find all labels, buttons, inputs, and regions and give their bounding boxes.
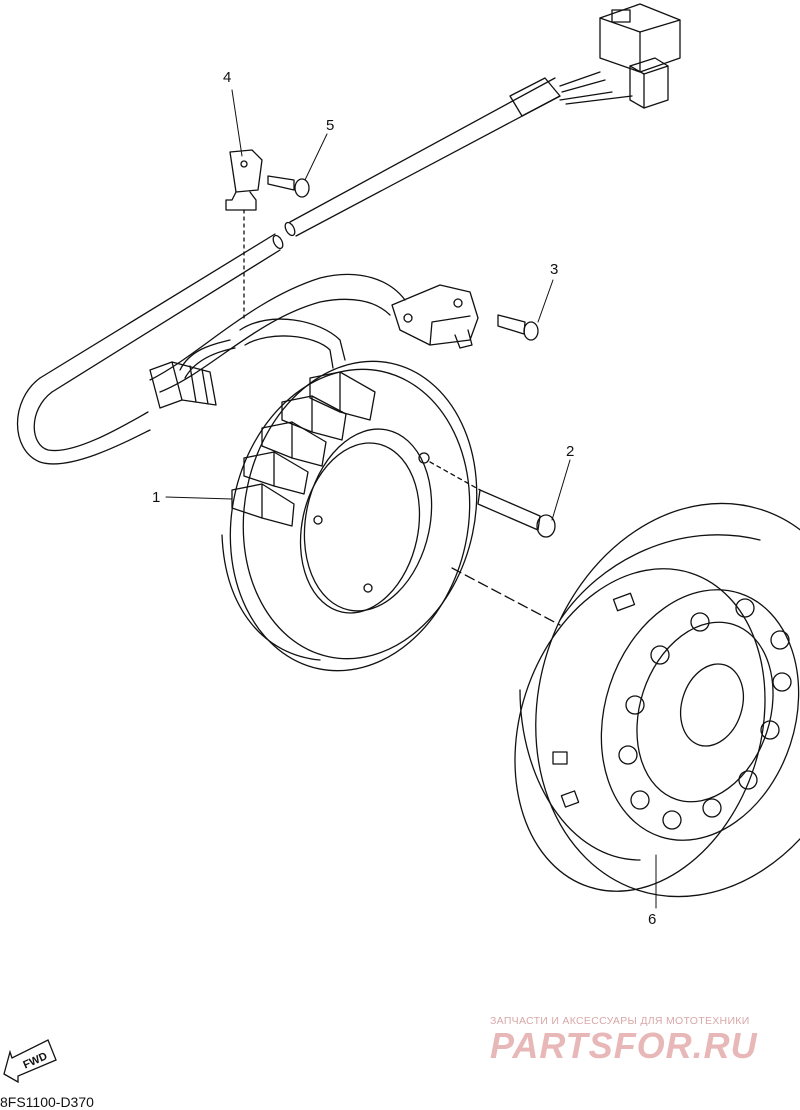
callout-4: 4 — [223, 69, 232, 86]
callout-3: 3 — [550, 261, 559, 278]
callout-5: 5 — [326, 117, 335, 134]
pickup-screw — [497, 314, 539, 341]
callout-2: 2 — [566, 443, 575, 460]
cable-clamp — [225, 149, 263, 211]
wire-harness — [17, 71, 633, 465]
fwd-arrow-icon: FWD — [0, 1030, 64, 1091]
connector-block-upper — [599, 3, 681, 73]
watermark-tagline: ЗАПЧАСТИ И АКСЕССУАРЫ ДЛЯ МОТОТЕХНИКИ — [490, 1015, 750, 1027]
leader-lines — [165, 89, 657, 909]
diagram-id: 8FS1100-D370 — [0, 1094, 94, 1110]
wire-grommet — [149, 361, 217, 409]
stator-lead-cable — [149, 273, 406, 393]
stator-assembly — [221, 360, 478, 672]
callout-1: 1 — [152, 489, 161, 506]
stator-bolt — [477, 489, 556, 538]
rotor-flywheel — [514, 502, 800, 898]
watermark-logo: PARTSFOR.RU — [490, 1025, 758, 1066]
clamp-bolt — [267, 175, 310, 198]
connector-block-lower — [629, 57, 669, 109]
pickup-coil — [391, 284, 479, 349]
callout-6: 6 — [648, 911, 657, 928]
